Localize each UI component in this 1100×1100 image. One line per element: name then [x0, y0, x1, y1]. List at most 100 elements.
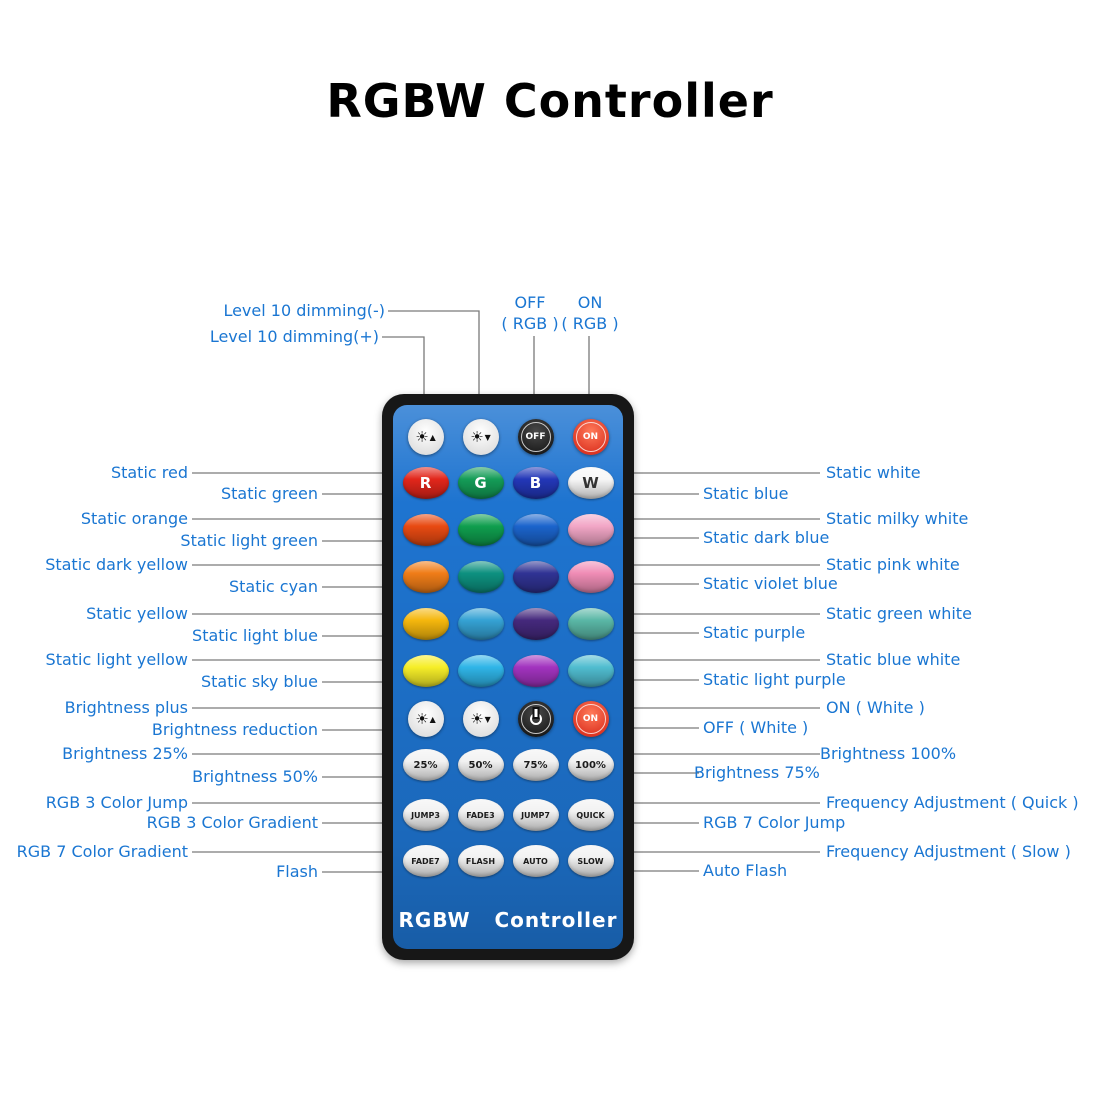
label-off-white: OFF ( White ): [703, 718, 809, 737]
button-jump7[interactable]: JUMP7: [512, 799, 559, 831]
button-flash[interactable]: FLASH: [457, 845, 504, 877]
label-static-light-green: Static light green: [180, 531, 318, 550]
button-brightness-50[interactable]: 50%: [457, 749, 504, 781]
label-off-rgb-line1: OFF: [514, 293, 546, 312]
color-row-3: [393, 561, 623, 593]
label-static-purple: Static purple: [703, 623, 806, 642]
label-rgb7-color-jump: RGB 7 Color Jump: [703, 813, 846, 832]
button-static-pink-white[interactable]: [567, 561, 614, 593]
button-static-violet-blue[interactable]: [512, 561, 559, 593]
button-static-purple[interactable]: [512, 608, 559, 640]
button-static-light-purple[interactable]: [512, 655, 559, 687]
down-arrow-icon: ▼: [484, 432, 491, 442]
button-on-white[interactable]: ON: [572, 701, 609, 737]
button-static-dark-yellow[interactable]: [402, 561, 449, 593]
button-off-rgb[interactable]: OFF: [517, 419, 554, 455]
button-dim-minus[interactable]: ☀▼: [462, 419, 499, 455]
button-off-white[interactable]: [517, 701, 554, 737]
up-arrow-icon: ▲: [429, 432, 436, 442]
label-static-blue: Static blue: [703, 484, 789, 503]
label-static-milky-white: Static milky white: [826, 509, 969, 528]
button-on-rgb[interactable]: ON: [572, 419, 609, 455]
label-static-light-yellow: Static light yellow: [45, 650, 188, 669]
button-static-light-blue[interactable]: [457, 608, 504, 640]
label-static-yellow: Static yellow: [86, 604, 188, 623]
on-white-button-label: ON: [582, 714, 599, 724]
label-flash: Flash: [276, 862, 318, 881]
label-brightness-25: Brightness 25%: [62, 744, 188, 763]
button-static-sky-blue[interactable]: [457, 655, 504, 687]
button-brightness-reduction[interactable]: ☀▼: [462, 701, 499, 737]
button-static-dark-blue[interactable]: [512, 514, 559, 546]
label-static-cyan: Static cyan: [228, 577, 318, 596]
button-static-red[interactable]: R: [402, 467, 449, 499]
button-slow[interactable]: SLOW: [567, 845, 614, 877]
label-rgb7-color-gradient: RGB 7 Color Gradient: [16, 842, 188, 861]
remote: ☀▲ ☀▼ OFF ON R G B W: [382, 394, 634, 960]
remote-brand: RGBW Controller: [398, 908, 618, 932]
button-static-light-green[interactable]: [457, 514, 504, 546]
button-brightness-100[interactable]: 100%: [567, 749, 614, 781]
label-static-violet-blue: Static violet blue: [703, 574, 838, 593]
button-static-green-white[interactable]: [567, 608, 614, 640]
brightness-down-icon: ☀: [470, 709, 484, 728]
bulb-up-icon: ☀: [415, 427, 429, 446]
button-brightness-plus[interactable]: ☀▲: [407, 701, 444, 737]
color-row-2: [393, 514, 623, 546]
label-static-light-blue: Static light blue: [192, 626, 318, 645]
percent-row: 25% 50% 75% 100%: [393, 749, 623, 781]
button-static-orange[interactable]: [402, 514, 449, 546]
button-dim-plus[interactable]: ☀▲: [407, 419, 444, 455]
button-fade7[interactable]: FADE7: [402, 845, 449, 877]
mode-row-1: JUMP3 FADE3 JUMP7 QUICK: [393, 799, 623, 831]
button-brightness-75[interactable]: 75%: [512, 749, 559, 781]
color-row-4: [393, 608, 623, 640]
label-static-blue-white: Static blue white: [826, 650, 961, 669]
button-static-green[interactable]: G: [457, 467, 504, 499]
label-rgb3-color-jump: RGB 3 Color Jump: [45, 793, 188, 812]
label-off-rgb-line2: ( RGB ): [501, 314, 559, 333]
label-static-green: Static green: [220, 484, 318, 503]
button-static-yellow[interactable]: [402, 608, 449, 640]
off-rgb-button-label: OFF: [525, 432, 546, 442]
up-arrow-icon: ▲: [429, 714, 436, 724]
color-row-1: R G B W: [393, 467, 623, 499]
button-static-cyan[interactable]: [457, 561, 504, 593]
power-icon: [529, 713, 542, 725]
label-static-red: Static red: [110, 463, 188, 482]
label-rgb3-color-gradient: RGB 3 Color Gradient: [146, 813, 318, 832]
button-static-blue-white[interactable]: [567, 655, 614, 687]
label-auto-flash: Auto Flash: [703, 861, 788, 880]
button-auto[interactable]: AUTO: [512, 845, 559, 877]
label-static-sky-blue: Static sky blue: [200, 672, 318, 691]
label-level-10-dimming-plus: Level 10 dimming(+): [209, 327, 379, 346]
label-off-rgb: OFF ( RGB ): [495, 292, 565, 334]
button-static-milky-white[interactable]: [567, 514, 614, 546]
button-jump3[interactable]: JUMP3: [402, 799, 449, 831]
button-quick[interactable]: QUICK: [567, 799, 614, 831]
label-on-rgb: ON ( RGB ): [555, 292, 625, 334]
label-brightness-reduction: Brightness reduction: [151, 720, 318, 739]
label-static-light-purple: Static light purple: [703, 670, 846, 689]
label-static-green-white: Static green white: [826, 604, 972, 623]
label-brightness-50: Brightness 50%: [192, 767, 318, 786]
button-static-light-yellow[interactable]: [402, 655, 449, 687]
button-letter-g: G: [474, 473, 487, 492]
color-row-5: [393, 655, 623, 687]
label-brightness-plus: Brightness plus: [64, 698, 188, 717]
button-static-white[interactable]: W: [567, 467, 614, 499]
button-brightness-25[interactable]: 25%: [402, 749, 449, 781]
label-static-white: Static white: [826, 463, 921, 482]
brightness-up-icon: ☀: [415, 709, 429, 728]
on-rgb-button-label: ON: [582, 432, 599, 442]
label-on-rgb-line1: ON: [577, 293, 603, 312]
label-on-white: ON ( White ): [826, 698, 925, 717]
button-fade3[interactable]: FADE3: [457, 799, 504, 831]
function-row-mid: ☀▲ ☀▼ ON: [393, 701, 623, 737]
bulb-down-icon: ☀: [470, 427, 484, 446]
label-static-dark-blue: Static dark blue: [703, 528, 830, 547]
button-static-blue[interactable]: B: [512, 467, 559, 499]
label-static-orange: Static orange: [80, 509, 188, 528]
label-static-pink-white: Static pink white: [826, 555, 960, 574]
